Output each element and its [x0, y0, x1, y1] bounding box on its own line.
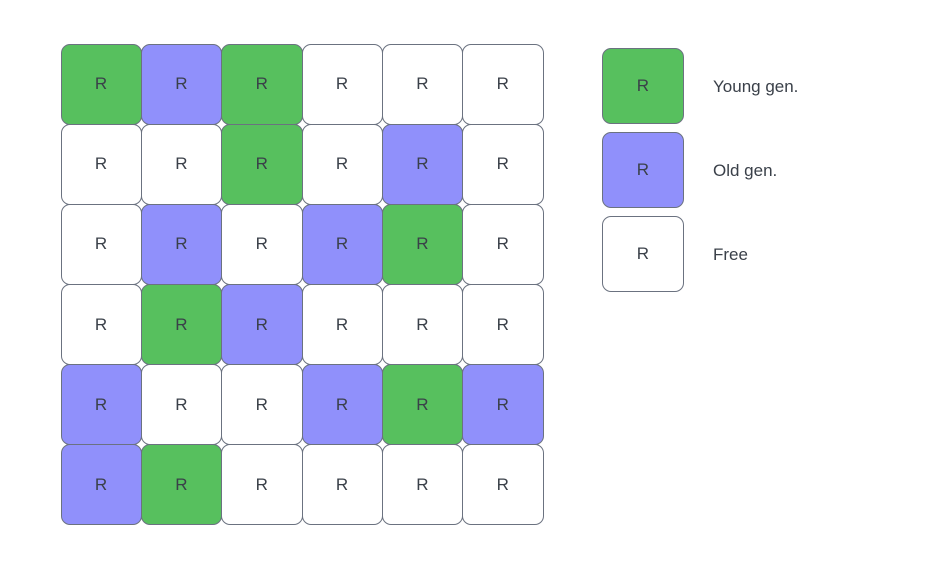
heap-region-label: R — [335, 154, 349, 174]
heap-region-cell[interactable]: R — [60, 444, 142, 526]
heap-region-label: R — [416, 314, 429, 334]
heap-region-label: R — [416, 234, 429, 254]
heap-region-cell[interactable]: R — [381, 203, 464, 285]
heap-region-label: R — [94, 154, 108, 174]
heap-region-label: R — [94, 74, 108, 94]
legend-swatch-young: R — [602, 48, 684, 124]
heap-region-label: R — [496, 314, 510, 334]
heap-region-cell[interactable]: R — [462, 43, 544, 125]
heap-region-cell[interactable]: R — [221, 203, 303, 285]
heap-region-cell[interactable]: R — [60, 43, 142, 125]
heap-region-label: R — [175, 314, 188, 334]
legend-label-free: Free — [713, 244, 748, 264]
heap-region-cell[interactable]: R — [140, 444, 223, 526]
heap-region-label: R — [335, 394, 349, 414]
heap-region-label: R — [94, 394, 108, 414]
legend-label-old: Old gen. — [713, 160, 778, 180]
heap-region-cell[interactable]: R — [221, 283, 303, 366]
legend-swatch-free: R — [602, 216, 684, 292]
heap-region-label: R — [255, 154, 269, 174]
heap-region-cell[interactable]: R — [221, 364, 303, 446]
heap-region-label: R — [496, 394, 510, 414]
heap-region-label: R — [496, 74, 510, 94]
heap-region-label: R — [496, 474, 510, 494]
heap-region-cell[interactable]: R — [140, 123, 223, 205]
legend-swatch-label: R — [636, 160, 650, 179]
heap-region-cell[interactable]: R — [221, 43, 303, 125]
heap-region-cell[interactable]: R — [60, 123, 142, 205]
heap-region-cell[interactable]: R — [381, 123, 464, 205]
heap-region-label: R — [175, 74, 188, 94]
heap-region-cell[interactable]: R — [462, 123, 544, 205]
heap-region-grid: R R R R R R R R R R R R R R R R R R R R R R R R R R R R R R R R R R R R — [60, 43, 544, 526]
legend-label-young: Young gen. — [713, 76, 799, 96]
legend: R Young gen. R Old gen. R Free — [602, 48, 798, 292]
legend-item-old: R Old gen. — [602, 132, 798, 208]
heap-region-label: R — [416, 474, 429, 494]
heap-region-cell[interactable]: R — [301, 43, 383, 125]
heap-region-label: R — [175, 394, 188, 414]
heap-region-label: R — [496, 234, 510, 254]
heap-region-label: R — [335, 74, 349, 94]
heap-region-label: R — [175, 234, 188, 254]
heap-region-cell[interactable]: R — [60, 283, 142, 366]
heap-region-cell[interactable]: R — [60, 203, 142, 285]
heap-region-label: R — [335, 234, 349, 254]
heap-region-cell[interactable]: R — [140, 283, 223, 366]
heap-region-label: R — [255, 314, 269, 334]
heap-region-label: R — [255, 234, 269, 254]
heap-region-label: R — [496, 154, 510, 174]
heap-region-cell[interactable]: R — [140, 203, 223, 285]
heap-region-label: R — [335, 474, 349, 494]
heap-region-cell[interactable]: R — [462, 203, 544, 285]
heap-region-cell[interactable]: R — [60, 364, 142, 446]
legend-swatch-label: R — [636, 244, 650, 263]
heap-region-cell[interactable]: R — [462, 364, 544, 446]
legend-swatch-label: R — [636, 76, 650, 95]
heap-region-cell[interactable]: R — [381, 43, 464, 125]
heap-region-cell[interactable]: R — [381, 283, 464, 366]
heap-region-cell[interactable]: R — [301, 444, 383, 526]
heap-region-cell[interactable]: R — [301, 283, 383, 366]
heap-region-label: R — [416, 394, 429, 414]
heap-region-label: R — [255, 394, 269, 414]
heap-region-label: R — [94, 234, 108, 254]
heap-region-cell[interactable]: R — [462, 444, 544, 526]
heap-region-cell[interactable]: R — [462, 283, 544, 366]
legend-swatch-old: R — [602, 132, 684, 208]
legend-item-young: R Young gen. — [602, 48, 798, 124]
heap-region-label: R — [255, 474, 269, 494]
heap-region-label: R — [335, 314, 349, 334]
legend-item-free: R Free — [602, 216, 798, 292]
heap-region-label: R — [175, 474, 188, 494]
heap-region-cell[interactable]: R — [301, 364, 383, 446]
heap-region-cell[interactable]: R — [381, 444, 464, 526]
heap-region-label: R — [175, 154, 188, 174]
heap-region-cell[interactable]: R — [221, 123, 303, 205]
heap-region-cell[interactable]: R — [221, 444, 303, 526]
heap-region-label: R — [94, 474, 108, 494]
heap-region-cell[interactable]: R — [140, 364, 223, 446]
heap-region-label: R — [416, 74, 429, 94]
heap-region-label: R — [416, 154, 429, 174]
heap-region-label: R — [255, 74, 269, 94]
heap-region-label: R — [94, 314, 108, 334]
heap-region-cell[interactable]: R — [381, 364, 464, 446]
heap-region-cell[interactable]: R — [301, 203, 383, 285]
heap-region-cell[interactable]: R — [301, 123, 383, 205]
heap-region-cell[interactable]: R — [140, 43, 223, 125]
